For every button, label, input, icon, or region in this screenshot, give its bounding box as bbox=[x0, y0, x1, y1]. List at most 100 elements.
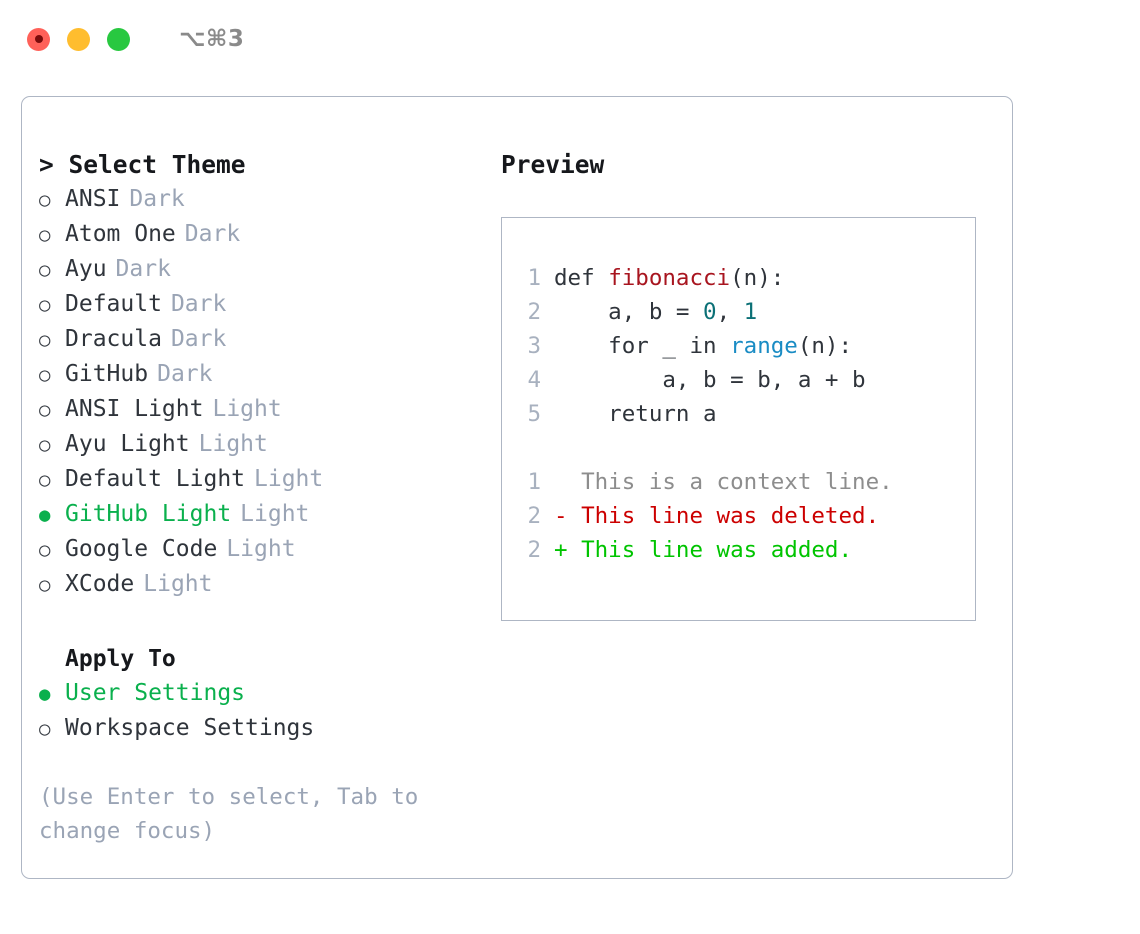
code-token-fn: fibonacci bbox=[608, 265, 731, 291]
radio-unselected-icon: ○ bbox=[39, 539, 51, 561]
radio-unselected-icon: ○ bbox=[39, 294, 51, 316]
radio-unselected-icon: ○ bbox=[39, 329, 51, 351]
diff-line-deleted: 2- This line was deleted. bbox=[515, 499, 893, 533]
theme-option-label: ANSI bbox=[65, 186, 121, 212]
code-token-plain: , bbox=[716, 299, 744, 325]
theme-option-label: Default bbox=[65, 291, 162, 317]
keyboard-hint-text: (Use Enter to select, Tab to change focu… bbox=[39, 784, 419, 844]
line-number: 3 bbox=[527, 333, 541, 359]
diff-line-context: 1 This is a context line. bbox=[515, 465, 892, 499]
theme-option-category: Light bbox=[143, 571, 213, 597]
hint-spacer bbox=[39, 746, 469, 780]
apply-to-header: Apply To bbox=[65, 646, 176, 672]
code-token-builtin: range bbox=[730, 333, 798, 359]
theme-option-label: Ayu bbox=[65, 256, 107, 282]
theme-option-label: GitHub bbox=[65, 361, 149, 387]
line-number: 1 bbox=[527, 265, 541, 291]
theme-option-github[interactable]: ○ GitHub Dark bbox=[39, 357, 469, 392]
radio-unselected-icon: ○ bbox=[39, 224, 51, 246]
theme-option-category: Dark bbox=[129, 186, 185, 212]
apply-to-option-workspace-settings[interactable]: ○Workspace Settings bbox=[39, 711, 469, 746]
apply-to-option-label: User Settings bbox=[65, 680, 246, 706]
diff-line-added: 2+ This line was added. bbox=[515, 533, 893, 567]
theme-option-label: Atom One bbox=[65, 221, 176, 247]
theme-option-label: Default Light bbox=[65, 466, 246, 492]
theme-option-default-light[interactable]: ○ Default Light Light bbox=[39, 462, 469, 497]
code-token-num: 1 bbox=[743, 299, 758, 325]
diff-marker bbox=[554, 465, 581, 499]
code-line: 1 def fibonacci(n): bbox=[515, 261, 893, 295]
apply-to-option-label: Workspace Settings bbox=[65, 715, 315, 741]
theme-option-ayu[interactable]: ○ Ayu Dark bbox=[39, 252, 469, 287]
minimize-button-icon[interactable] bbox=[67, 27, 90, 51]
theme-option-category: Dark bbox=[170, 291, 227, 317]
line-number: 1 bbox=[527, 469, 541, 495]
radio-unselected-icon: ○ bbox=[39, 189, 51, 211]
apply-to-option-user-settings[interactable]: ● User Settings bbox=[39, 676, 469, 711]
list-spacer bbox=[39, 602, 469, 642]
theme-option-category: Dark bbox=[157, 361, 213, 387]
radio-unselected-icon: ○ bbox=[39, 259, 51, 281]
theme-option-category: Light bbox=[212, 396, 282, 422]
theme-option-category: Light bbox=[240, 501, 310, 527]
theme-option-label: ANSI Light bbox=[65, 396, 204, 422]
radio-unselected-icon: ○ bbox=[39, 434, 51, 456]
code-diff-separator bbox=[515, 431, 893, 465]
window-controls bbox=[27, 27, 130, 51]
select-theme-header: > Select Theme bbox=[39, 150, 246, 179]
line-number: 5 bbox=[527, 401, 541, 427]
radio-selected-icon: ● bbox=[39, 504, 51, 526]
radio-unselected-icon: ○ bbox=[39, 469, 51, 491]
code-token-plain: for _ in bbox=[554, 333, 731, 359]
theme-option-label: XCode bbox=[65, 571, 135, 597]
radio-unselected-icon: ○ bbox=[39, 399, 51, 421]
theme-option-default[interactable]: ○ Default Dark bbox=[39, 287, 469, 322]
keyboard-shortcut-label: ⌥⌘3 bbox=[179, 26, 245, 52]
diff-marker: - bbox=[554, 503, 582, 529]
code-token-plain: (n): bbox=[730, 265, 785, 291]
theme-option-category: Dark bbox=[184, 221, 241, 247]
line-number: 2 bbox=[527, 299, 541, 325]
theme-option-github-light[interactable]: ● GitHub Light Light bbox=[39, 497, 469, 532]
theme-option-category: Dark bbox=[170, 326, 227, 352]
close-button-icon[interactable] bbox=[27, 27, 50, 51]
code-token-plain: return a bbox=[554, 401, 717, 427]
line-number: 2 bbox=[527, 537, 541, 563]
preview-header: Preview bbox=[501, 150, 605, 179]
diff-sample: 1 This is a context line.2- This line wa… bbox=[515, 465, 893, 567]
theme-option-category: Light bbox=[198, 431, 268, 457]
code-token-plain: a, b = b, a + b bbox=[554, 367, 866, 393]
theme-option-ansi[interactable]: ○ ANSI Dark bbox=[39, 182, 469, 217]
theme-option-ansi-light[interactable]: ○ ANSI Light Light bbox=[39, 392, 469, 427]
apply-to-list[interactable]: ● User Settings ○Workspace Settings bbox=[39, 676, 469, 746]
radio-unselected-icon: ○ bbox=[39, 364, 51, 386]
title-bar: ⌥⌘3 bbox=[0, 0, 1140, 78]
theme-option-atom-one[interactable]: ○ Atom One Dark bbox=[39, 217, 469, 252]
line-number: 2 bbox=[527, 503, 541, 529]
maximize-button-icon[interactable] bbox=[107, 27, 130, 51]
theme-option-category: Dark bbox=[115, 256, 171, 282]
code-token-plain: (n): bbox=[797, 333, 853, 359]
code-token-plain: a, b = bbox=[554, 299, 704, 325]
code-token-plain: def bbox=[554, 265, 609, 291]
diff-text: This line was deleted. bbox=[581, 503, 880, 529]
code-line: 3 for _ in range(n): bbox=[515, 329, 893, 363]
diff-text: This line was added. bbox=[581, 537, 853, 563]
radio-selected-icon: ● bbox=[39, 683, 51, 705]
code-line: 4 a, b = b, a + b bbox=[515, 363, 893, 397]
theme-option-category: Light bbox=[254, 466, 324, 492]
theme-option-label: GitHub Light bbox=[65, 501, 232, 527]
code-token-num: 0 bbox=[703, 299, 717, 325]
theme-option-category: Light bbox=[226, 536, 296, 562]
